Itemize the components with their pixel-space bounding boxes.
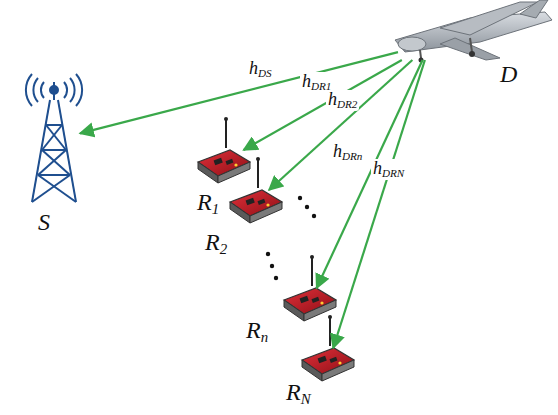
channel-link (269, 60, 412, 190)
ellipsis-dots (266, 196, 316, 280)
node-label: S (38, 210, 50, 234)
channel-label: hDRN (371, 159, 406, 180)
channel-label: hDR2 (326, 90, 359, 111)
base-station-tower (26, 74, 82, 202)
node-label: RN (286, 380, 311, 407)
source-node: S (28, 70, 80, 204)
node-label: R2 (205, 230, 227, 257)
node-label: R1 (197, 190, 219, 217)
receiver-node: Rn (282, 288, 338, 322)
channel-link (317, 60, 423, 288)
channel-link (244, 60, 402, 150)
channel-link (333, 60, 425, 348)
uav-drone (395, 0, 552, 63)
receiver-node: R2 (228, 190, 284, 224)
channel-label: hDS (247, 59, 274, 80)
channel-label: hDRn (331, 142, 364, 163)
receiver-device (302, 315, 354, 381)
receiver-device (198, 117, 250, 183)
receiver-node: R1 (196, 150, 252, 184)
channel-link (80, 52, 398, 133)
receiver-node: RN (300, 348, 356, 382)
node-label: D (500, 62, 517, 86)
uav-node: D (398, 8, 550, 60)
receiver-device (230, 157, 282, 223)
node-label: Rn (246, 318, 268, 345)
